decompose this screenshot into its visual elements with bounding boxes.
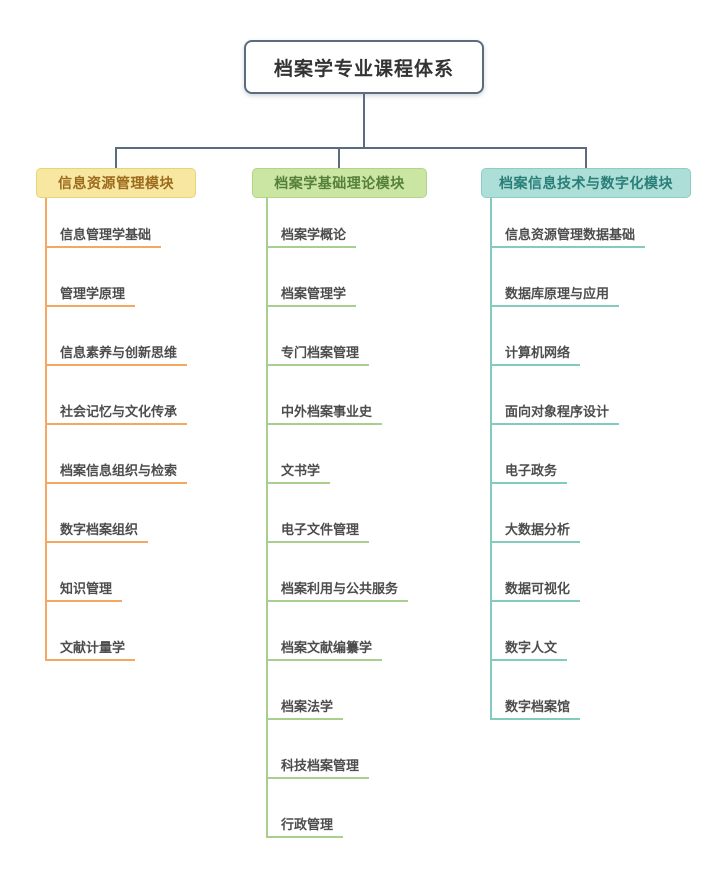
module-header-label: 信息资源管理模块 bbox=[58, 175, 174, 191]
course-item[interactable]: 大数据分析 bbox=[490, 519, 581, 543]
course-item[interactable]: 档案学概论 bbox=[266, 224, 357, 248]
module-header-1[interactable]: 信息资源管理模块 bbox=[36, 168, 196, 198]
course-item[interactable]: 档案信息组织与检索 bbox=[45, 460, 188, 484]
connector-drop-branch-1 bbox=[115, 147, 117, 168]
connector-drop-branch-3 bbox=[585, 147, 587, 168]
course-item[interactable]: 计算机网络 bbox=[490, 342, 581, 366]
course-item[interactable]: 中外档案事业史 bbox=[266, 401, 383, 425]
module-header-2[interactable]: 档案学基础理论模块 bbox=[252, 168, 427, 198]
course-item[interactable]: 数据库原理与应用 bbox=[490, 283, 620, 307]
root-title: 档案学专业课程体系 bbox=[273, 58, 454, 80]
course-item[interactable]: 电子政务 bbox=[490, 460, 568, 484]
course-item[interactable]: 档案利用与公共服务 bbox=[266, 578, 409, 602]
course-item[interactable]: 数据可视化 bbox=[490, 578, 581, 602]
module-header-label: 档案信息技术与数字化模块 bbox=[499, 175, 673, 191]
branch-trunk-line-1 bbox=[45, 198, 47, 661]
connector-root-stem bbox=[363, 94, 365, 147]
course-item[interactable]: 文书学 bbox=[266, 460, 331, 484]
course-item[interactable]: 数字档案馆 bbox=[490, 696, 581, 720]
course-item[interactable]: 信息素养与创新思维 bbox=[45, 342, 188, 366]
course-item[interactable]: 行政管理 bbox=[266, 814, 344, 838]
course-item[interactable]: 信息资源管理数据基础 bbox=[490, 224, 646, 248]
course-item[interactable]: 数字档案组织 bbox=[45, 519, 149, 543]
root-node[interactable]: 档案学专业课程体系 bbox=[244, 40, 484, 94]
course-item[interactable]: 档案管理学 bbox=[266, 283, 357, 307]
module-header-label: 档案学基础理论模块 bbox=[274, 175, 405, 191]
course-item[interactable]: 档案法学 bbox=[266, 696, 344, 720]
course-item[interactable]: 知识管理 bbox=[45, 578, 123, 602]
course-item[interactable]: 文献计量学 bbox=[45, 637, 136, 661]
branch-trunk-line-3 bbox=[490, 198, 492, 720]
course-item[interactable]: 信息管理学基础 bbox=[45, 224, 162, 248]
course-item[interactable]: 面向对象程序设计 bbox=[490, 401, 620, 425]
connector-drop-branch-2 bbox=[338, 147, 340, 168]
course-item[interactable]: 管理学原理 bbox=[45, 283, 136, 307]
course-item[interactable]: 数字人文 bbox=[490, 637, 568, 661]
course-item[interactable]: 档案文献编纂学 bbox=[266, 637, 383, 661]
course-item[interactable]: 科技档案管理 bbox=[266, 755, 370, 779]
branch-trunk-line-2 bbox=[266, 198, 268, 838]
course-item[interactable]: 电子文件管理 bbox=[266, 519, 370, 543]
module-header-3[interactable]: 档案信息技术与数字化模块 bbox=[481, 168, 691, 198]
course-item[interactable]: 社会记忆与文化传承 bbox=[45, 401, 188, 425]
course-item[interactable]: 专门档案管理 bbox=[266, 342, 370, 366]
connector-horizontal-bar bbox=[115, 147, 586, 149]
